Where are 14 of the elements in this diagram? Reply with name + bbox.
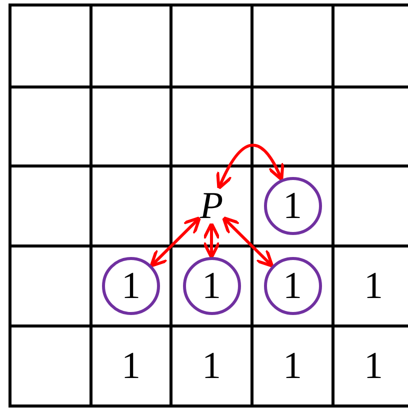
arrow bbox=[150, 216, 202, 268]
cell-number: 1 bbox=[364, 347, 383, 385]
circled-number: 1 bbox=[102, 257, 160, 315]
cell-number: 1 bbox=[122, 347, 140, 385]
variable-label: P bbox=[198, 187, 224, 225]
circled-number: 1 bbox=[264, 177, 322, 235]
circled-number: 1 bbox=[182, 257, 240, 315]
arrow bbox=[216, 144, 284, 190]
cell-number: 1 bbox=[283, 347, 302, 385]
arrow bbox=[222, 216, 274, 268]
cell-number: 1 bbox=[202, 347, 221, 385]
circled-number: 1 bbox=[264, 257, 322, 315]
cell-number: 1 bbox=[364, 267, 383, 305]
arrow bbox=[202, 222, 220, 259]
